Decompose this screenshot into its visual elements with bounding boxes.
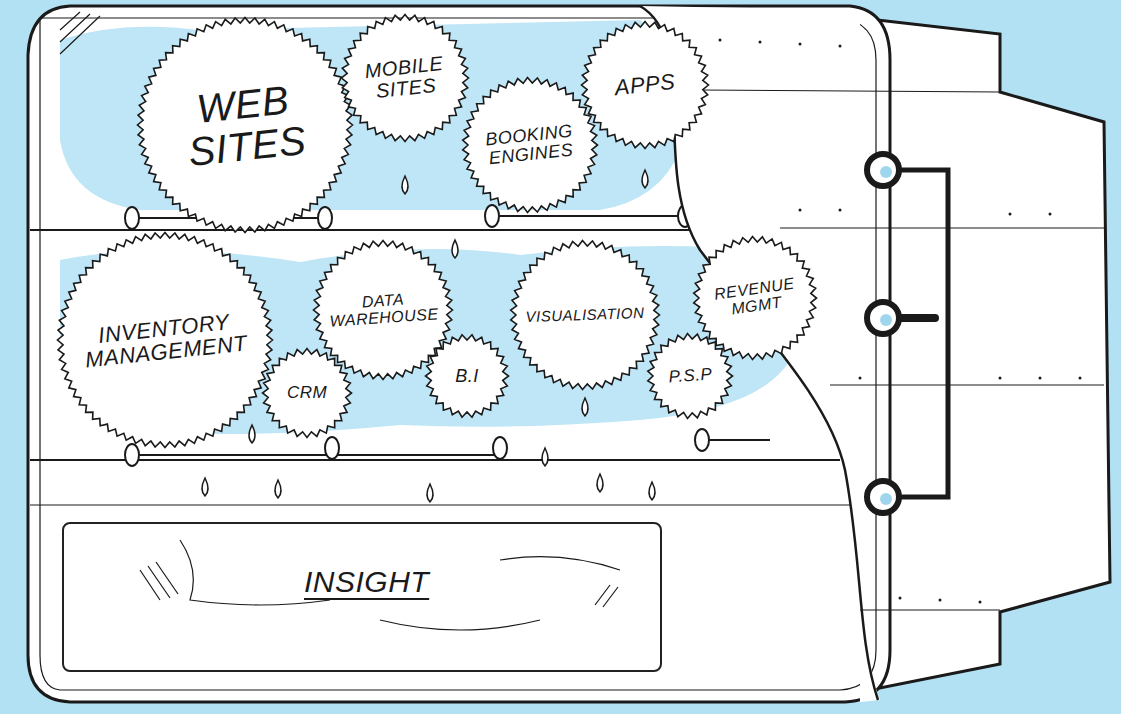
- gear-node: APPS: [581, 21, 709, 149]
- handles: [867, 154, 948, 513]
- rail-knob: [493, 437, 507, 459]
- gear-path: [426, 335, 509, 417]
- rail: [700, 439, 770, 441]
- plate-line: [700, 90, 1000, 92]
- drop: [402, 176, 408, 194]
- gear-node: REVENUE MGMT: [693, 236, 817, 360]
- node-label: CRM: [269, 384, 346, 402]
- drop: [597, 474, 603, 492]
- handle-shine: [880, 166, 892, 178]
- handle-shine: [880, 493, 892, 505]
- rail-knob: [318, 207, 332, 229]
- gear-path: [263, 349, 352, 438]
- drop: [427, 484, 433, 502]
- deck-line: [30, 504, 850, 505]
- rivet: [999, 377, 1002, 380]
- plate-line: [780, 228, 1104, 229]
- rail-knob: [125, 207, 139, 229]
- main-hull: [28, 6, 890, 702]
- gear-path: [511, 241, 660, 390]
- deck-line: [30, 459, 840, 461]
- rail-knob: [695, 429, 709, 451]
- gear-path: [582, 22, 709, 149]
- hatching: [595, 585, 618, 607]
- hatching: [140, 562, 178, 600]
- wave: [500, 557, 620, 570]
- rivet: [939, 599, 942, 602]
- handle-mount: [867, 481, 899, 513]
- hatching: [60, 12, 100, 54]
- rivet: [1009, 213, 1012, 216]
- handle-mount: [867, 302, 899, 334]
- handle-bar: [898, 170, 948, 497]
- drop: [452, 240, 458, 258]
- node-label: B.I: [434, 367, 501, 386]
- rivet: [899, 597, 902, 600]
- gear-node: MOBILE SITES: [341, 14, 469, 142]
- rivet: [859, 377, 862, 380]
- rivet: [719, 39, 722, 42]
- drop: [642, 170, 648, 188]
- rivet: [799, 43, 802, 46]
- rivet: [1079, 377, 1082, 380]
- gear-node: P.S.P: [647, 333, 733, 419]
- node-label: INSIGHT: [304, 566, 429, 598]
- handle-mount: [867, 154, 899, 186]
- node-label: WEB SITES: [160, 75, 330, 175]
- wave: [380, 620, 540, 630]
- plate-line: [830, 385, 1104, 386]
- rivet: [979, 601, 982, 604]
- handle-bar: [898, 314, 935, 322]
- rivet: [1039, 377, 1042, 380]
- gear-path: [463, 78, 598, 213]
- rail-knob: [485, 205, 499, 227]
- drop: [275, 480, 281, 498]
- rail-knob: [125, 444, 139, 466]
- insight-compartment: INSIGHT: [62, 522, 662, 672]
- stern-hull: [860, 18, 1110, 692]
- gear-path: [342, 15, 469, 142]
- gear-node: VISUALISATION: [510, 240, 660, 390]
- drop: [582, 398, 588, 416]
- gear-path: [694, 237, 817, 360]
- rail-knob: [325, 437, 339, 459]
- plate-line: [860, 610, 1000, 611]
- handle-shine: [880, 314, 892, 326]
- gear-path: [138, 18, 353, 233]
- rivet: [1049, 213, 1052, 216]
- gear-node: BOOKING ENGINES: [462, 77, 598, 213]
- rail: [490, 215, 690, 217]
- rivet: [759, 41, 762, 44]
- gear-path: [648, 334, 733, 419]
- gear-node: INVENTORY MANAGEMENT: [57, 232, 273, 448]
- drop: [249, 425, 255, 443]
- gear-node: WEB SITES: [137, 17, 353, 233]
- rail: [130, 454, 500, 456]
- drop: [542, 448, 548, 466]
- drop: [649, 482, 655, 500]
- gear-path: [58, 233, 273, 448]
- drop: [202, 478, 208, 496]
- gear-node: CRM: [262, 348, 352, 438]
- deck-line: [30, 229, 760, 231]
- rivet: [799, 209, 802, 212]
- rivet: [839, 209, 842, 212]
- gear-node: B.I: [425, 334, 509, 418]
- rivet: [839, 45, 842, 48]
